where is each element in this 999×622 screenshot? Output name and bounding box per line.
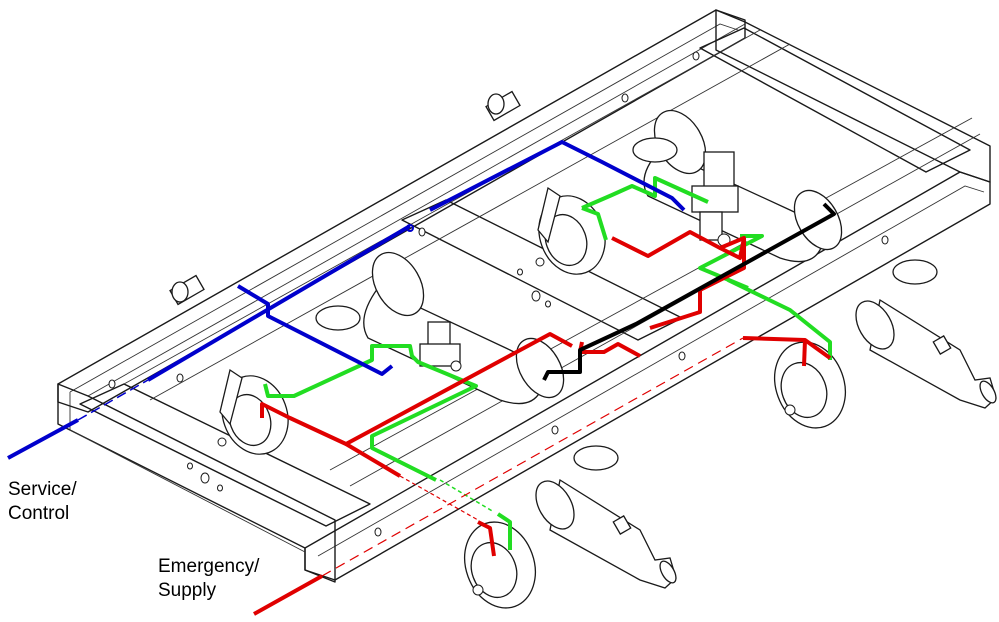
axle-ends-front: [535, 298, 997, 589]
emergency-supply-label: Emergency/ Supply: [158, 555, 259, 603]
axle-housing-rear: [855, 298, 997, 409]
blue-service-lines: [7, 140, 686, 460]
cross-member-rear: [699, 27, 971, 173]
red-emergency-lines: [253, 230, 832, 616]
front-side-rail: [304, 171, 991, 581]
air-bags: [315, 137, 938, 471]
trailer-frame: [57, 9, 991, 583]
emergency-label-line-2: Supply: [158, 580, 217, 601]
air-bag-2: [315, 305, 361, 331]
axle-end-upper: [485, 90, 521, 122]
service-control-label: Service/ Control: [8, 478, 77, 526]
air-bag-3: [892, 259, 938, 285]
axle-ends-rear: [169, 90, 521, 306]
rear-end-channel: [715, 9, 991, 183]
brake-chamber-front-right: [464, 521, 536, 609]
cross-member-front: [79, 383, 371, 527]
relay-valve-front: [419, 321, 462, 372]
relay-valve-rear: [691, 151, 739, 247]
service-label-line-1: Service/: [8, 479, 77, 500]
air-lines: [7, 140, 836, 616]
brake-chambers: [217, 186, 846, 609]
service-label-line-2: Control: [8, 503, 70, 524]
axle-end-lower: [169, 274, 205, 306]
emergency-label-line-1: Emergency/: [158, 556, 260, 577]
brake-chamber-rear-left: [535, 186, 606, 275]
relay-valves: [419, 151, 739, 372]
brake-chamber-rear-right: [774, 341, 846, 429]
air-bag-1: [632, 137, 678, 163]
air-bag-4: [573, 445, 619, 471]
axle-housing-front: [535, 478, 677, 589]
black-lines: [542, 202, 836, 381]
